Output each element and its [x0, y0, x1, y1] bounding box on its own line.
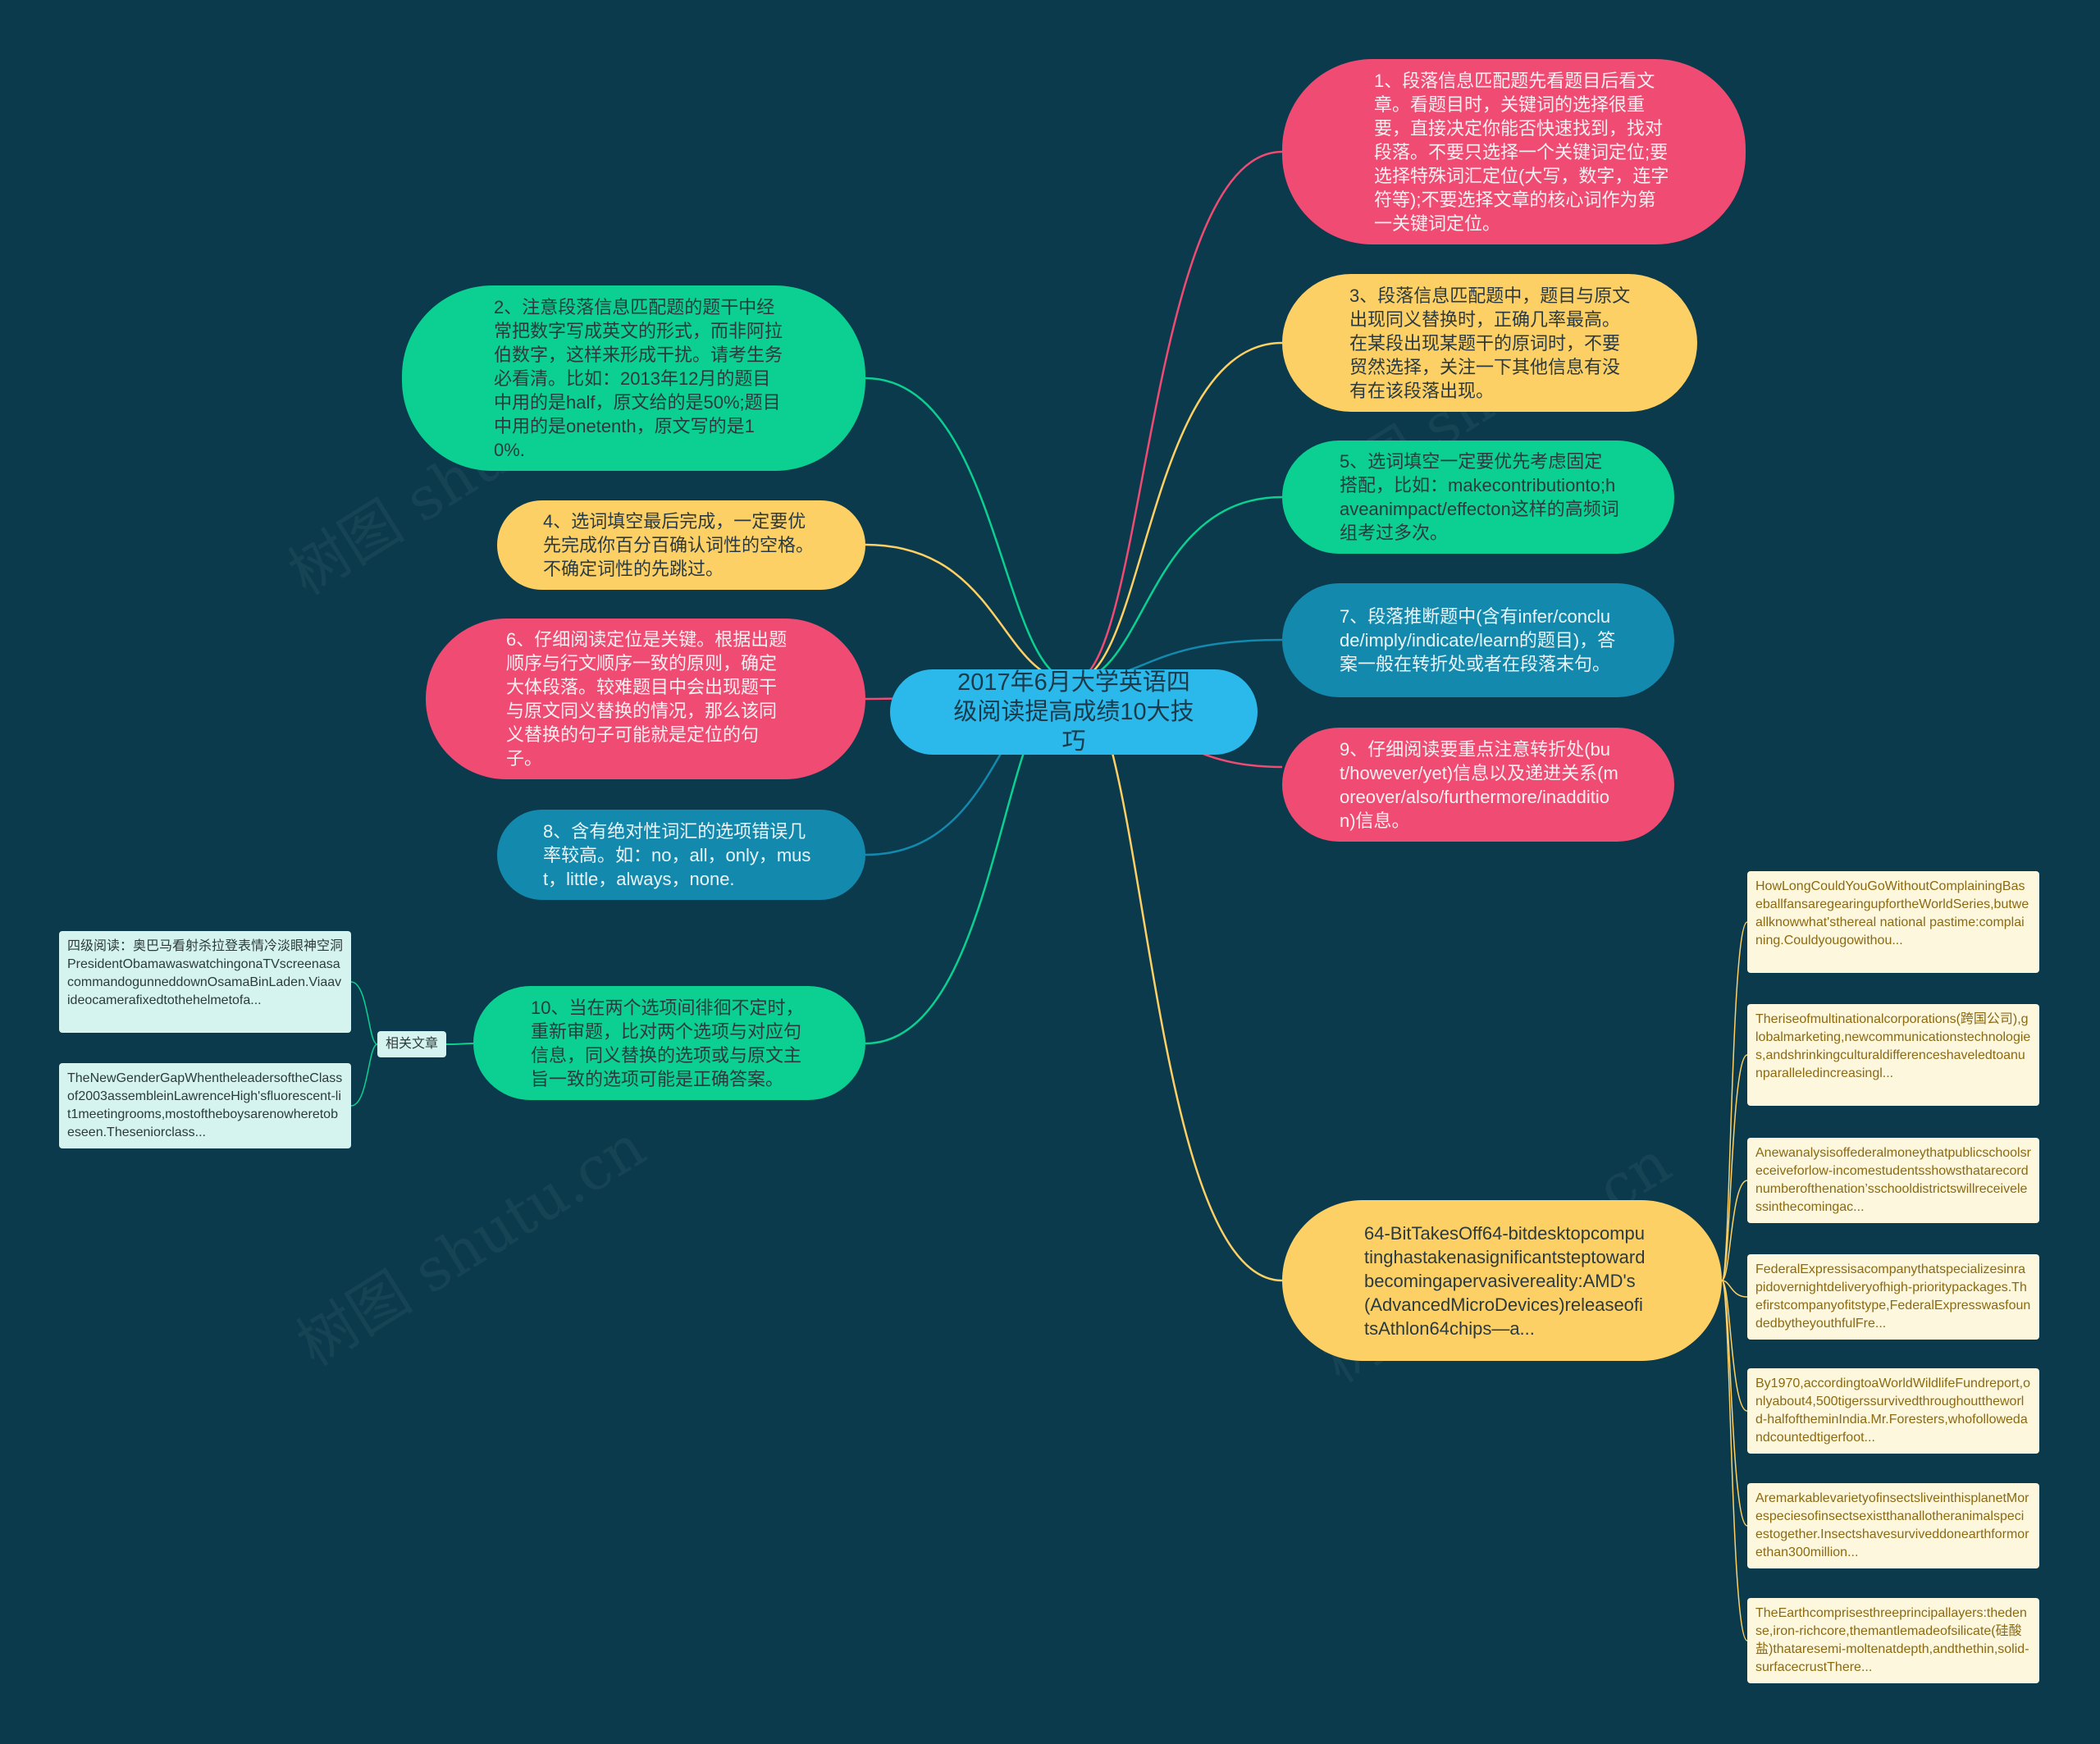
- topic-node-label: 6、仔细阅读定位是关键。根据出题顺序与行文顺序一致的原则，确定大体段落。较难题目…: [506, 629, 788, 769]
- topic-node-1[interactable]: 1、段落信息匹配题先看题目后看文章。看题目时，关键词的选择很重要，直接决定你能否…: [1282, 59, 1746, 244]
- leaf-connector: [1721, 1280, 1748, 1641]
- topic-node-3[interactable]: 3、段落信息匹配题中，题目与原文出现同义替换时，正确几率最高。在某段出现某题干的…: [1282, 274, 1697, 412]
- topic-node-7[interactable]: 7、段落推断题中(含有infer/conclude/imply/indicate…: [1282, 583, 1674, 697]
- topic-node-label: 64-BitTakesOff64-bitdesktopcomputinghast…: [1364, 1222, 1646, 1339]
- related-article-item[interactable]: TheNewGenderGapWhentheleadersoftheClasso…: [59, 1063, 351, 1148]
- topic-node-9[interactable]: 9、仔细阅读要重点注意转折处(but/however/yet)信息以及递进关系(…: [1282, 728, 1674, 842]
- topic-node-label: 9、仔细阅读要重点注意转折处(but/however/yet)信息以及递进关系(…: [1340, 738, 1618, 831]
- article-leaf-text: TheEarthcomprisesthreeprincipallayers:th…: [1755, 1606, 2029, 1674]
- topic-node-6[interactable]: 6、仔细阅读定位是关键。根据出题顺序与行文顺序一致的原则，确定大体段落。较难题目…: [426, 619, 865, 779]
- leaf-connector: [1721, 1280, 1748, 1298]
- topic-node-label: 3、段落信息匹配题中，题目与原文出现同义替换时，正确几率最高。在某段出现某题干的…: [1349, 285, 1631, 401]
- leaf-connector: [1721, 1280, 1748, 1527]
- related-article-text: 四级阅读：奥巴马看射杀拉登表情冷淡眼神空洞PresidentObamawaswa…: [67, 939, 344, 1007]
- article-leaf-text: FederalExpressisacompanythatspecializesi…: [1755, 1262, 2031, 1331]
- topic-connector: [865, 377, 1074, 683]
- leaf-connector: [1721, 1180, 1748, 1281]
- central-topic-label: 2017年6月大学英语四级阅读提高成绩10大技巧: [953, 669, 1194, 755]
- topic-node-label: 5、选词填空一定要优先考虑固定搭配，比如：makecontributionto;…: [1340, 451, 1619, 543]
- article-leaf-text: Anewanalysisoffederalmoneythatpublicscho…: [1755, 1146, 2031, 1214]
- article-leaf[interactable]: Anewanalysisoffederalmoneythatpublicscho…: [1747, 1138, 2039, 1223]
- topic-node-label: 4、选词填空最后完成，一定要优先完成你百分百确认词性的空格。不确定词性的先跳过。: [543, 511, 815, 579]
- topic-node-label: 7、段落推断题中(含有infer/conclude/imply/indicate…: [1340, 606, 1616, 674]
- topic-node-10[interactable]: 10、当在两个选项间徘徊不定时，重新审题，比对两个选项与对应句信息，同义替换的选…: [473, 986, 865, 1100]
- topic-connector: [1072, 679, 1283, 1282]
- topic-connector: [1072, 150, 1283, 683]
- related-article-item[interactable]: 四级阅读：奥巴马看射杀拉登表情冷淡眼神空洞PresidentObamawaswa…: [59, 931, 351, 1033]
- article-leaf[interactable]: By1970,accordingtoaWorldWildlifeFundrepo…: [1747, 1368, 2039, 1454]
- topic-node-label: 1、段落信息匹配题先看题目后看文章。看题目时，关键词的选择很重要，直接决定你能否…: [1374, 70, 1669, 234]
- topic-node-label: 8、含有绝对性词汇的选项错误几率较高。如：no，all，only，must，li…: [543, 820, 811, 889]
- article-leaf-text: Aremarkablevarietyofinsectsliveinthispla…: [1755, 1491, 2029, 1559]
- article-leaf[interactable]: HowLongCouldYouGoWithoutComplainingBaseb…: [1747, 871, 2039, 973]
- central-topic[interactable]: 2017年6月大学英语四级阅读提高成绩10大技巧: [890, 669, 1258, 755]
- article-leaf[interactable]: Theriseofmultinationalcorporations(跨国公司)…: [1747, 1004, 2039, 1106]
- related-article-text: TheNewGenderGapWhentheleadersoftheClasso…: [67, 1071, 343, 1139]
- topic-node-article[interactable]: 64-BitTakesOff64-bitdesktopcomputinghast…: [1282, 1200, 1722, 1361]
- topic-connector: [865, 543, 1074, 683]
- topic-node-8[interactable]: 8、含有绝对性词汇的选项错误几率较高。如：no，all，only，must，li…: [497, 810, 865, 900]
- topic-node-label: 2、注意段落信息匹配题的题干中经常把数字写成英文的形式，而非阿拉伯数字，这样来形…: [494, 296, 783, 460]
- related-connector: [445, 1043, 474, 1045]
- related-articles-tag[interactable]: 相关文章: [377, 1031, 446, 1057]
- article-leaf-text: HowLongCouldYouGoWithoutComplainingBaseb…: [1755, 879, 2029, 947]
- article-leaf[interactable]: TheEarthcomprisesthreeprincipallayers:th…: [1747, 1598, 2039, 1683]
- leaf-connector: [1721, 1054, 1748, 1281]
- topic-node-4[interactable]: 4、选词填空最后完成，一定要优先完成你百分百确认词性的空格。不确定词性的先跳过。: [497, 500, 865, 590]
- leaf-connector: [1721, 1280, 1748, 1412]
- article-leaf-text: Theriseofmultinationalcorporations(跨国公司)…: [1755, 1012, 2031, 1080]
- article-leaf-text: By1970,accordingtoaWorldWildlifeFundrepo…: [1755, 1376, 2030, 1445]
- related-connector: [350, 1043, 378, 1107]
- leaf-connector: [1721, 921, 1748, 1281]
- topic-node-2[interactable]: 2、注意段落信息匹配题的题干中经常把数字写成英文的形式，而非阿拉伯数字，这样来形…: [402, 285, 865, 471]
- article-leaf[interactable]: Aremarkablevarietyofinsectsliveinthispla…: [1747, 1483, 2039, 1568]
- related-connector: [350, 981, 378, 1045]
- topic-connector: [1072, 341, 1283, 683]
- article-leaf[interactable]: FederalExpressisacompanythatspecializesi…: [1747, 1254, 2039, 1340]
- topic-node-label: 10、当在两个选项间徘徊不定时，重新审题，比对两个选项与对应句信息，同义替换的选…: [531, 997, 804, 1089]
- topic-node-5[interactable]: 5、选词填空一定要优先考虑固定搭配，比如：makecontributionto;…: [1282, 441, 1674, 554]
